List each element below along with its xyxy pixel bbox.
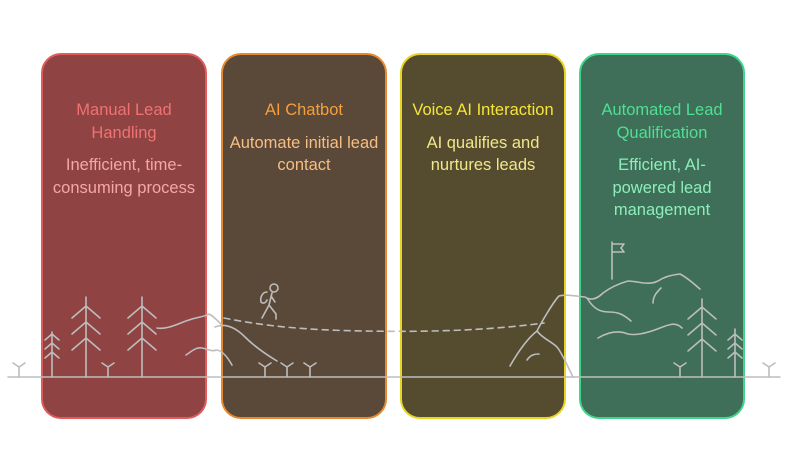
- stage-card-voice-ai-interaction: Voice AI Interaction AI qualifies and nu…: [400, 53, 566, 419]
- stage-title: AI Chatbot: [265, 101, 343, 119]
- stage-description: Inefficient, time-consuming process: [52, 156, 196, 197]
- pine-tree-icon: [44, 296, 743, 378]
- stage-card-automated-lead-qualification: Automated Lead Qualification Efficient, …: [579, 53, 745, 419]
- stage-title: Automated Lead Qualification: [601, 101, 723, 142]
- stage-description: Automate initial lead contact: [229, 133, 379, 175]
- flag-icon: [611, 241, 625, 280]
- journey-path: [223, 317, 545, 333]
- stage-card-manual-lead-handling: Manual Lead Handling Inefficient, time-c…: [41, 53, 207, 419]
- stage-description: AI qualifies and nurtures leads: [426, 133, 540, 175]
- hill-icon: [156, 273, 701, 378]
- stage-title: Manual Lead Handling: [76, 101, 172, 142]
- stage-card-ai-chatbot: AI Chatbot Automate initial lead contact: [221, 53, 387, 419]
- hiker-icon: [259, 283, 279, 320]
- grass-icon: [12, 362, 776, 378]
- stage-description: Efficient, AI-powered lead management: [612, 156, 712, 219]
- stage-title: Voice AI Interaction: [412, 101, 554, 119]
